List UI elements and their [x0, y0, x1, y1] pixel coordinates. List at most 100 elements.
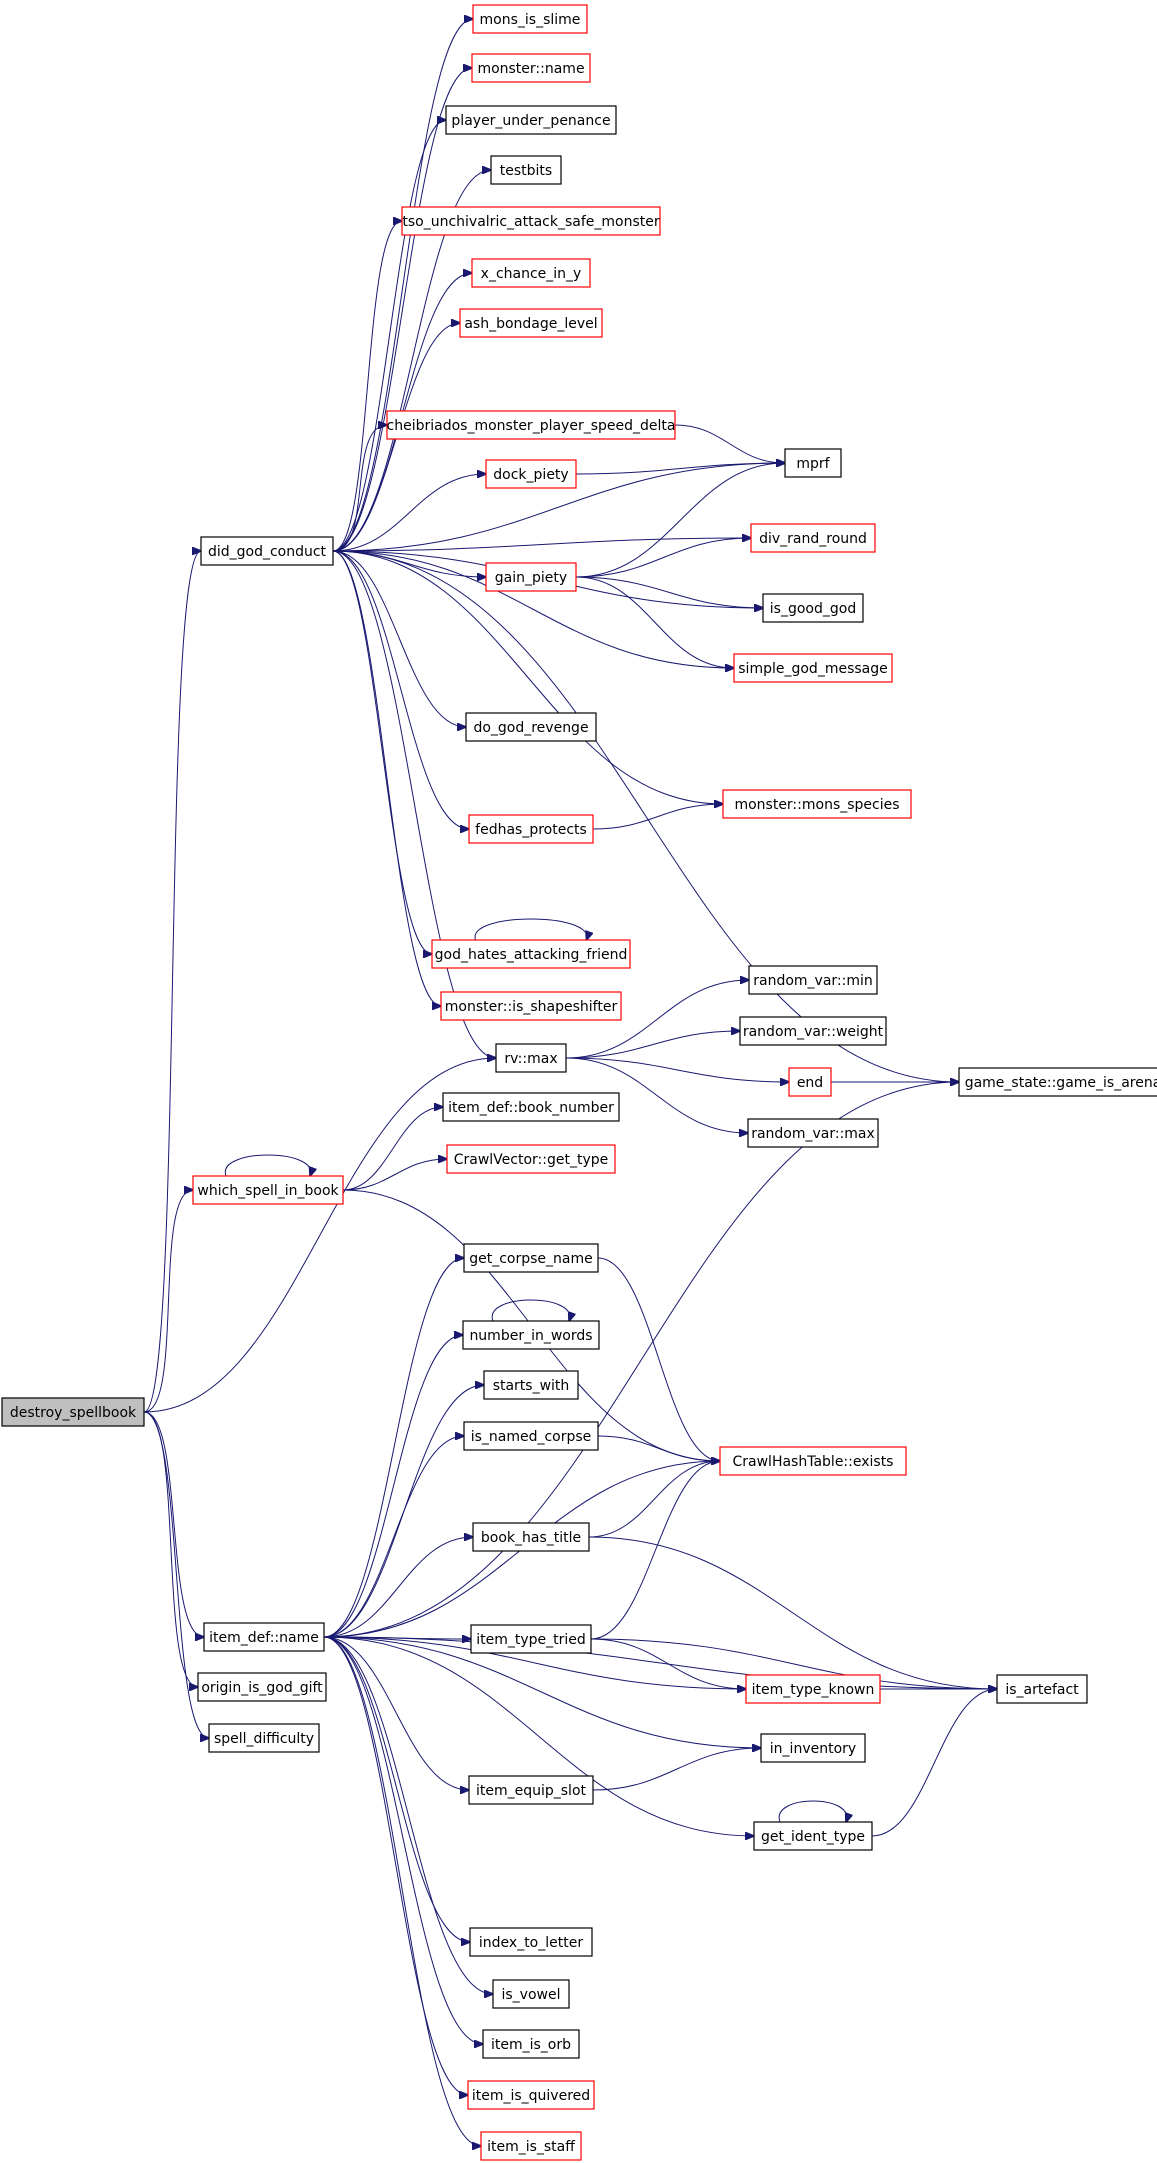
call-edge-destroy-spellbook-to-spell-difficulty [143, 1411, 209, 1738]
node-box [471, 258, 591, 288]
node-label: item_type_known [752, 1682, 875, 1698]
node-tso-unchivalric[interactable]: tso_unchivalric_attack_safe_monster [401, 206, 661, 236]
node-mons-is-slime[interactable]: mons_is_slime [472, 4, 588, 34]
node-label: gain_piety [495, 570, 567, 586]
node-box [747, 1118, 879, 1148]
node-monster-name[interactable]: monster::name [471, 53, 591, 83]
node-is-vowel[interactable]: is_vowel [492, 1979, 570, 2009]
call-edge-did-god-conduct-to-tso-unchivalric [332, 221, 402, 552]
node-label: dock_piety [493, 467, 568, 483]
node-do-god-revenge[interactable]: do_god_revenge [465, 712, 597, 742]
node-box [485, 459, 577, 489]
call-edge-god-hates-attacking-friend-to-god-hates-attacking-friend [474, 918, 587, 940]
node-number-in-words[interactable]: number_in_words [462, 1320, 600, 1350]
node-rv-max[interactable]: rv::max [495, 1043, 567, 1073]
call-edge-item-type-tried-to-crawlhashtable-exists [590, 1461, 720, 1640]
node-label: x_chance_in_y [481, 266, 582, 282]
node-is-named-corpse[interactable]: is_named_corpse [463, 1421, 599, 1451]
node-label: item_is_quivered [472, 2088, 590, 2104]
node-label: is_vowel [502, 1987, 561, 2003]
node-div-rand-round[interactable]: div_rand_round [750, 523, 876, 553]
node-dock-piety[interactable]: dock_piety [485, 459, 577, 489]
node-crawlvector-get-type[interactable]: CrawlVector::get_type [446, 1144, 616, 1174]
node-item-def-book-number[interactable]: item_def::book_number [442, 1092, 620, 1122]
node-simple-god-message[interactable]: simple_god_message [733, 653, 893, 683]
call-edge-get-ident-type-to-is-artefact [871, 1689, 997, 1837]
call-edge-item-type-tried-to-item-type-known [590, 1638, 746, 1689]
node-label: which_spell_in_book [197, 1183, 339, 1199]
node-in-inventory[interactable]: in_inventory [760, 1733, 866, 1763]
node-monster-is-shapeshifter[interactable]: monster::is_shapeshifter [440, 991, 622, 1021]
node-box [446, 1144, 616, 1174]
node-ash-bondage-level[interactable]: ash_bondage_level [459, 308, 603, 338]
call-edge-item-def-name-to-is-artefact [323, 1636, 997, 1689]
node-testbits[interactable]: testbits [490, 155, 562, 185]
node-box [472, 1522, 590, 1552]
node-monster-mons-species[interactable]: monster::mons_species [722, 789, 912, 819]
call-edge-did-god-conduct-to-fedhas-protects [332, 550, 469, 829]
call-edge-book-has-title-to-is-artefact [588, 1536, 997, 1689]
node-random-var-max[interactable]: random_var::max [747, 1118, 879, 1148]
node-box [784, 448, 842, 478]
node-is-artefact[interactable]: is_artefact [996, 1674, 1088, 1704]
node-spell-difficulty[interactable]: spell_difficulty [208, 1723, 320, 1753]
node-label: is_named_corpse [471, 1429, 592, 1445]
node-player-under-penance[interactable]: player_under_penance [445, 105, 617, 135]
node-x-chance-in-y[interactable]: x_chance_in_y [471, 258, 591, 288]
call-edge-get-ident-type-to-get-ident-type [778, 1800, 847, 1822]
node-label: item_equip_slot [476, 1783, 587, 1799]
call-edge-rv-max-to-end [565, 1057, 789, 1082]
call-edge-number-in-words-to-number-in-words [491, 1299, 570, 1321]
node-random-var-weight[interactable]: random_var::weight [739, 1016, 887, 1046]
call-edge-which-spell-in-book-to-crawlvector-get-type [342, 1159, 447, 1191]
call-edge-item-equip-slot-to-in-inventory [592, 1748, 761, 1791]
node-is-good-god[interactable]: is_good_god [762, 593, 864, 623]
node-box [733, 653, 893, 683]
node-box [197, 1672, 327, 1702]
node-box [468, 814, 594, 844]
node-end[interactable]: end [788, 1067, 832, 1097]
call-edge-gain-piety-to-is-good-god [575, 576, 763, 608]
node-origin-is-god-gift[interactable]: origin_is_god_gift [197, 1672, 327, 1702]
node-item-equip-slot[interactable]: item_equip_slot [468, 1775, 594, 1805]
node-fedhas-protects[interactable]: fedhas_protects [468, 814, 594, 844]
node-label: mprf [796, 456, 830, 472]
node-item-is-orb[interactable]: item_is_orb [482, 2029, 580, 2059]
node-did-god-conduct[interactable]: did_god_conduct [200, 536, 334, 566]
node-which-spell-in-book[interactable]: which_spell_in_book [192, 1175, 344, 1205]
node-gain-piety[interactable]: gain_piety [485, 562, 577, 592]
node-god-hates-attacking-friend[interactable]: god_hates_attacking_friend [431, 939, 631, 969]
node-label: item_def::book_number [448, 1100, 614, 1116]
node-book-has-title[interactable]: book_has_title [472, 1522, 590, 1552]
call-edge-did-god-conduct-to-div-rand-round [332, 538, 751, 552]
node-destroy-spellbook[interactable]: destroy_spellbook [1, 1397, 145, 1427]
node-get-ident-type[interactable]: get_ident_type [753, 1821, 873, 1851]
node-box [483, 1370, 579, 1400]
node-label: random_var::weight [743, 1024, 884, 1040]
node-box [463, 1421, 599, 1451]
node-box [471, 53, 591, 83]
call-edge-destroy-spellbook-to-item-def-name [143, 1411, 204, 1637]
call-edge-item-def-name-to-is-named-corpse [323, 1436, 464, 1638]
node-item-is-staff[interactable]: item_is_staff [480, 2131, 582, 2161]
node-box [462, 1320, 600, 1350]
node-item-is-quivered[interactable]: item_is_quivered [467, 2080, 595, 2110]
node-item-type-tried[interactable]: item_type_tried [470, 1624, 592, 1654]
node-get-corpse-name[interactable]: get_corpse_name [463, 1243, 599, 1273]
node-label: in_inventory [770, 1741, 856, 1757]
node-label: random_var::max [751, 1126, 875, 1142]
node-random-var-min[interactable]: random_var::min [748, 965, 878, 995]
node-game-is-arena[interactable]: game_state::game_is_arena [958, 1067, 1157, 1097]
node-mprf[interactable]: mprf [784, 448, 842, 478]
call-edge-destroy-spellbook-to-did-god-conduct [143, 551, 201, 1413]
node-item-def-name[interactable]: item_def::name [203, 1622, 325, 1652]
node-item-type-known[interactable]: item_type_known [745, 1674, 881, 1704]
node-box [753, 1821, 873, 1851]
call-edge-did-god-conduct-to-monster-is-shapeshifter [332, 550, 441, 1006]
node-starts-with[interactable]: starts_with [483, 1370, 579, 1400]
node-cheibriados[interactable]: cheibriados_monster_player_speed_delta [386, 410, 676, 440]
node-box [203, 1622, 325, 1652]
node-index-to-letter[interactable]: index_to_letter [469, 1927, 593, 1957]
node-crawlhashtable-exists[interactable]: CrawlHashTable::exists [719, 1446, 907, 1476]
